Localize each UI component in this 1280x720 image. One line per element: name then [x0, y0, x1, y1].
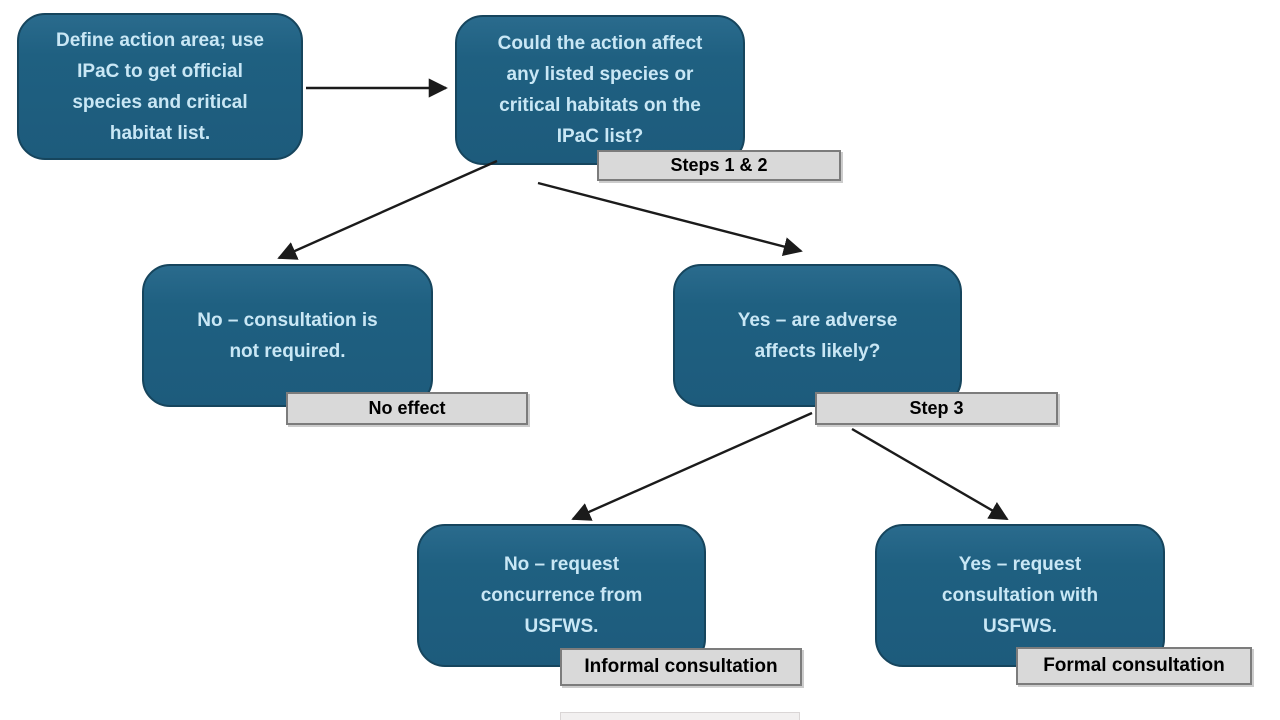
node-define-action-area: Define action area; use IPaC to get offi… — [17, 13, 303, 160]
node-yes-adverse-effects-likely: Yes – are adverse affects likely? — [673, 264, 962, 407]
tag-step-3: Step 3 — [815, 392, 1058, 425]
tag-no-effect: No effect — [286, 392, 528, 425]
node-no-consultation-not-required: No – consultation is not required. — [142, 264, 433, 407]
tag-text: Informal consultation — [584, 656, 778, 677]
tag-text: No effect — [368, 398, 446, 418]
arrow-adverse-to-yes-branch — [851, 427, 1009, 521]
arrow-question-to-yes-branch — [537, 181, 803, 256]
tag-formal-consultation: Formal consultation — [1016, 647, 1252, 685]
tag-text: Step 3 — [909, 398, 964, 418]
node-text: Yes – request consultation with USFWS. — [941, 554, 1099, 637]
cropped-edge-artifact — [560, 712, 800, 720]
node-no-request-concurrence: No – request concurrence from USFWS. — [417, 524, 706, 667]
arrow-adverse-to-no-branch — [571, 411, 813, 521]
node-text: Yes – are adverse affects likely? — [737, 309, 898, 362]
tag-informal-consultation: Informal consultation — [560, 648, 802, 686]
node-yes-request-consultation: Yes – request consultation with USFWS. — [875, 524, 1165, 667]
node-text: No – request concurrence from USFWS. — [480, 554, 643, 637]
arrow-question-to-no-branch — [277, 159, 498, 260]
node-text: Could the action affect any listed speci… — [497, 33, 703, 147]
node-question-could-affect: Could the action affect any listed speci… — [455, 15, 745, 165]
node-text: No – consultation is not required. — [197, 309, 378, 362]
tag-text: Steps 1 & 2 — [670, 155, 768, 175]
node-text: Define action area; use IPaC to get offi… — [55, 29, 265, 144]
tag-steps-1-2: Steps 1 & 2 — [597, 150, 841, 181]
tag-text: Formal consultation — [1043, 655, 1225, 676]
